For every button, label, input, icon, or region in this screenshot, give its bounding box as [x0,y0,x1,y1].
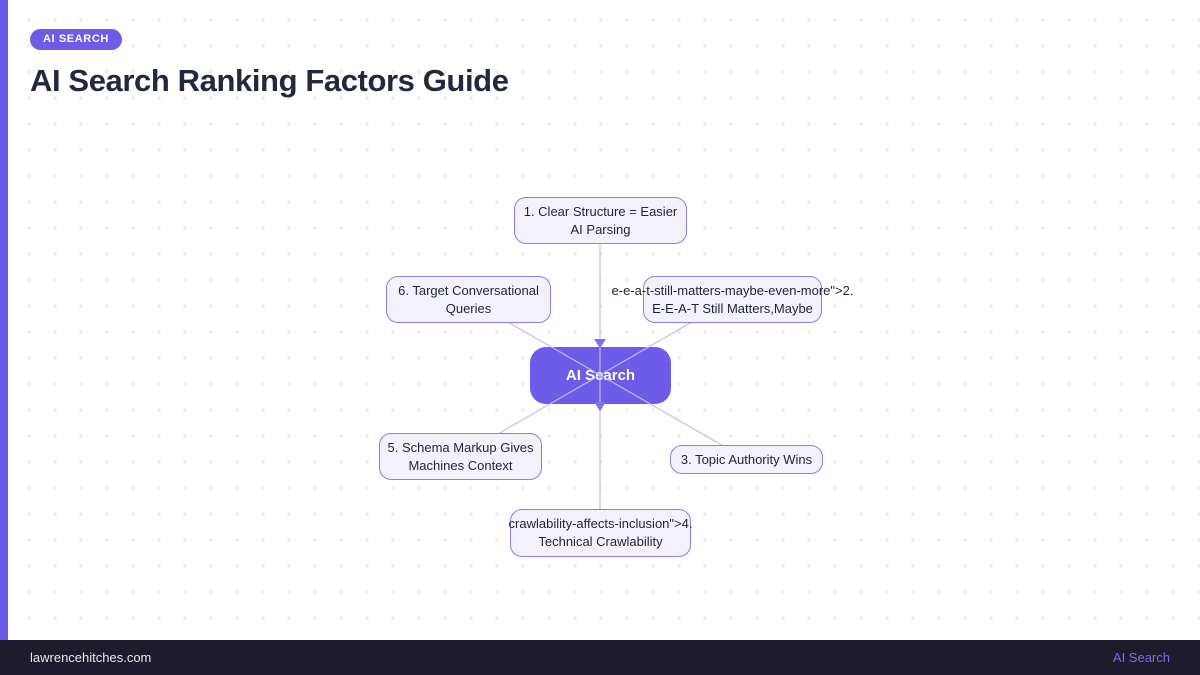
node-label-line: Machines Context [408,457,513,473]
node-label-line: Queries [445,300,492,316]
node-label-line: 6. Target Conversational [398,282,539,298]
node-clear-structure[interactable]: 1. Clear Structure = Easier AI Parsing [514,197,687,244]
node-technical-crawlability[interactable]: crawlability-affects-inclusion">4. Techn… [508,509,693,557]
center-node-label: AI Search [565,367,636,384]
node-label-line: e-e-a-t-still-matters-maybe-even-more">2… [611,282,854,298]
node-label-line: AI Parsing [570,221,631,237]
footer-site-text: lawrencehitches.com [30,650,152,665]
node-eeat-matters[interactable]: e-e-a-t-still-matters-maybe-even-more">2… [612,276,853,323]
category-badge: AI SEARCH [30,29,122,50]
node-conversational-queries[interactable]: 6. Target Conversational Queries [386,276,551,323]
node-label-line: crawlability-affects-inclusion">4. [508,516,693,531]
left-accent-bar [0,0,8,640]
center-node-ai-search[interactable]: AI Search [530,347,671,404]
node-label-line: 5. Schema Markup Gives [387,439,534,455]
node-schema-markup[interactable]: 5. Schema Markup Gives Machines Context [379,433,542,480]
node-topic-authority[interactable]: 3. Topic Authority Wins [670,445,823,474]
footer-bar: lawrencehitches.com AI Search [0,640,1200,675]
node-label-line: E-E-A-T Still Matters,Maybe [652,300,813,316]
node-label-line: 1. Clear Structure = Easier [523,203,678,219]
node-label-line: 3. Topic Authority Wins [680,451,813,467]
footer-ai-search-link[interactable]: AI Search [1112,650,1170,665]
page-title: AI Search Ranking Factors Guide [30,63,509,98]
node-label-line: Technical Crawlability [538,534,663,549]
